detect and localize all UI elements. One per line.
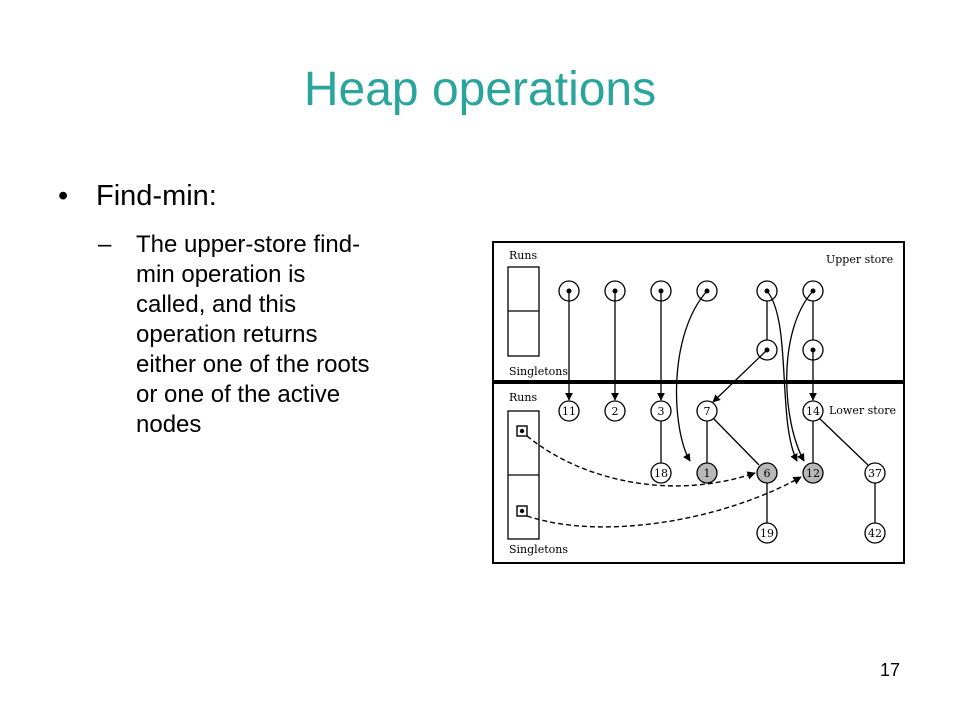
lower-tree-edges bbox=[660, 417, 876, 523]
node-42 bbox=[864, 522, 886, 544]
node-2 bbox=[604, 400, 626, 422]
run-pointer-2-dot bbox=[519, 508, 525, 514]
node-18 bbox=[650, 462, 672, 484]
node-14 bbox=[802, 400, 824, 422]
sub-bullet-line: either one of the roots bbox=[136, 351, 370, 378]
bullet-text: Find-min: bbox=[96, 180, 217, 212]
node-label: 18 bbox=[654, 467, 668, 480]
bullet-marker: • bbox=[58, 180, 69, 212]
lower-store-node-labels: 11 2 3 7 14 18 1 6 12 37 19 42 bbox=[562, 405, 882, 540]
sub-bullet-text: The upper-store find- min operation is c… bbox=[136, 230, 456, 440]
node-19 bbox=[756, 522, 778, 544]
lower-store-nodes bbox=[558, 400, 886, 544]
slide-title: Heap operations bbox=[303, 63, 657, 116]
run-pointer-2 bbox=[516, 505, 528, 517]
sub-bullet-line: nodes bbox=[136, 411, 202, 438]
node-label: 7 bbox=[704, 405, 711, 418]
node-label: 12 bbox=[806, 467, 820, 480]
upper-to-lower-pointers bbox=[565, 290, 817, 462]
node-6 bbox=[756, 462, 778, 484]
singletons-lower-label: Singletons bbox=[509, 543, 568, 556]
node-1 bbox=[696, 462, 718, 484]
node-3 bbox=[650, 400, 672, 422]
sub-bullet-line: operation returns bbox=[136, 321, 318, 348]
node-37 bbox=[864, 462, 886, 484]
run-pointer-1-dot bbox=[519, 428, 525, 434]
lower-store-label: Lower store bbox=[829, 404, 896, 417]
singletons-upper-label: Singletons bbox=[509, 365, 568, 378]
node-label: 19 bbox=[760, 527, 774, 540]
node-label: 1 bbox=[704, 467, 711, 480]
node-label: 2 bbox=[612, 405, 619, 418]
node-label: 14 bbox=[806, 405, 820, 418]
runs-upper-label: Runs bbox=[509, 249, 537, 262]
sub-bullet-marker: – bbox=[98, 231, 112, 258]
upper-store-label: Upper store bbox=[826, 253, 893, 266]
node-label: 11 bbox=[562, 405, 576, 418]
upper-tree-edges bbox=[766, 301, 814, 340]
sub-bullet-line: or one of the active bbox=[136, 381, 341, 408]
sub-bullet-line: The upper-store find- bbox=[136, 231, 361, 258]
node-label: 3 bbox=[658, 405, 665, 418]
sub-bullet-line: called, and this bbox=[136, 291, 297, 318]
sub-bullet-line: min operation is bbox=[136, 261, 306, 288]
node-label: 6 bbox=[764, 467, 771, 480]
node-12 bbox=[802, 462, 824, 484]
page-number: 17 bbox=[879, 660, 900, 680]
run-pointer-1 bbox=[516, 425, 528, 437]
node-label: 42 bbox=[868, 527, 882, 540]
node-11 bbox=[558, 400, 580, 422]
node-label: 37 bbox=[868, 467, 882, 480]
run-pointer-arrows bbox=[526, 435, 802, 528]
node-7 bbox=[696, 400, 718, 422]
heap-diagram: Runs Upper store Singletons Runs Lower s… bbox=[492, 241, 905, 564]
runs-lower-label: Runs bbox=[509, 391, 537, 404]
